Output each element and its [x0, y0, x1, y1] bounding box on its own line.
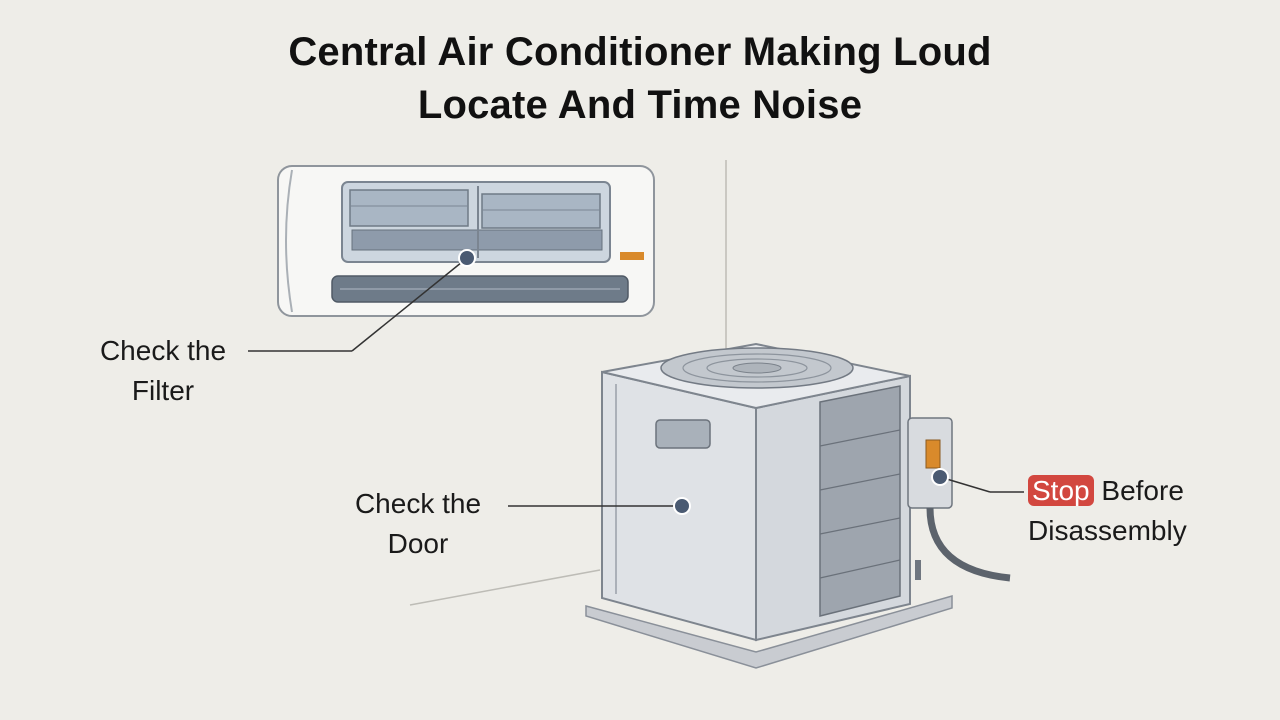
door-label-line-2: Door [387, 528, 449, 559]
disconnect-callout-label: Stop Before Disassembly [1028, 471, 1228, 551]
disconnect-label-line-1: Stop Before [1028, 471, 1228, 511]
filter-label-line-1: Check the [99, 335, 227, 366]
page-title: Central Air Conditioner Making Loud Loca… [0, 26, 1280, 132]
before-word: Before [1101, 475, 1184, 506]
filter-callout-leader [248, 249, 476, 352]
door-callout-label: Check the Door [330, 484, 506, 564]
disconnect-marker-dot [931, 468, 949, 486]
title-line-1: Central Air Conditioner Making Loud [288, 30, 992, 74]
indicator-light [620, 252, 644, 260]
door-marker-dot [673, 497, 691, 515]
filter-label-line-2: Filter [131, 375, 195, 406]
floor-line [409, 569, 601, 606]
door-callout-leader [508, 497, 691, 515]
title-line-2: Locate And Time Noise [417, 83, 863, 127]
stop-highlight: Stop [1028, 475, 1094, 506]
door-label-line-1: Check the [354, 488, 482, 519]
filter-callout-label: Check the Filter [78, 331, 248, 411]
filter-marker-dot [458, 249, 476, 267]
disconnect-label-line-2: Disassembly [1028, 515, 1187, 546]
disconnect-callout-leader [931, 468, 1024, 493]
outdoor-condenser-unit [585, 342, 1011, 669]
indoor-ac-unit [277, 165, 655, 317]
